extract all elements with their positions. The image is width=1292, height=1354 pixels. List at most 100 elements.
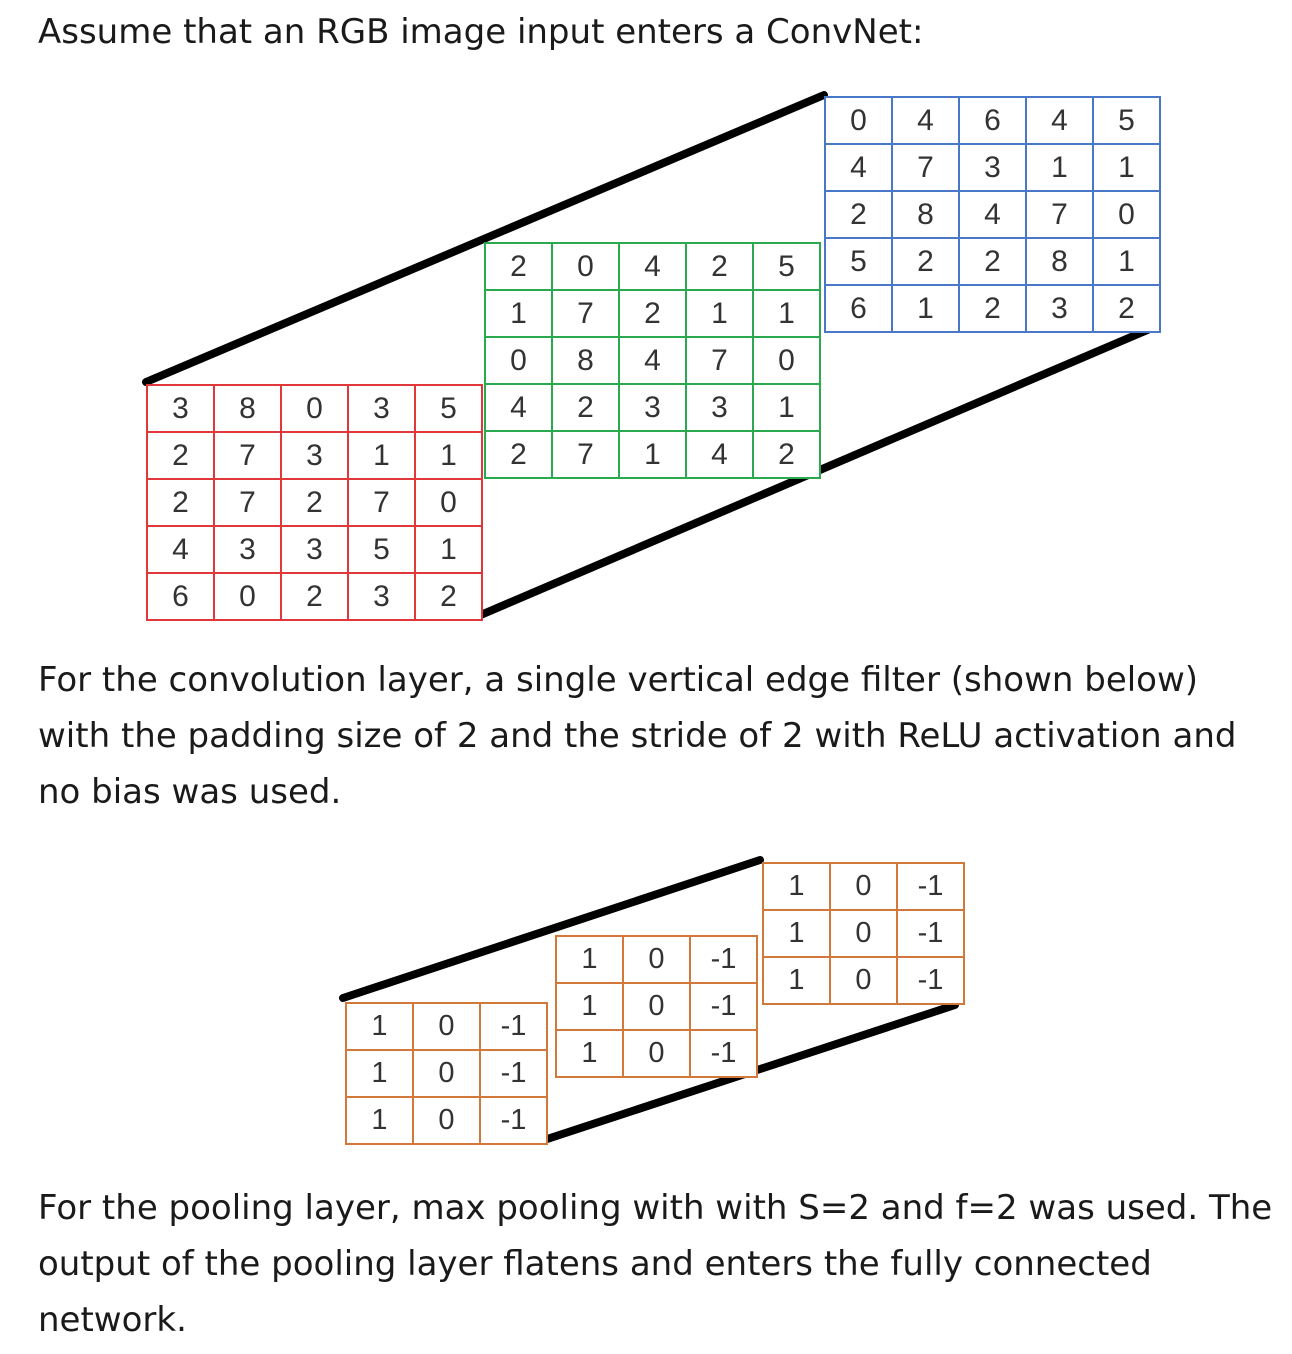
matrix-cell: 3	[618, 383, 687, 432]
matrix-cell: 0	[752, 336, 821, 385]
matrix-cell: 4	[958, 190, 1027, 239]
input-top-edge	[142, 91, 828, 386]
matrix-cell: 5	[414, 384, 483, 433]
matrix-cell: 0	[622, 982, 691, 1031]
matrix-cell: 0	[414, 478, 483, 527]
matrix-cell: 0	[1092, 190, 1161, 239]
matrix-cell: 0	[412, 1049, 481, 1098]
matrix-cell: 8	[551, 336, 620, 385]
matrix-cell: 0	[213, 572, 282, 621]
matrix-cell: 7	[213, 478, 282, 527]
matrix-cell: -1	[689, 935, 758, 984]
matrix-cell: 1	[1092, 237, 1161, 286]
matrix-cell: -1	[896, 956, 965, 1005]
matrix-cell: 8	[213, 384, 282, 433]
matrix-cell: -1	[896, 909, 965, 958]
matrix-cell: 1	[752, 383, 821, 432]
matrix-cell: 0	[622, 935, 691, 984]
matrix-cell: 2	[280, 572, 349, 621]
matrix-cell: 7	[213, 431, 282, 480]
matrix-cell: 2	[484, 242, 553, 291]
matrix-cell: 2	[824, 190, 893, 239]
matrix-cell: 7	[1025, 190, 1094, 239]
matrix-cell: 0	[829, 862, 898, 911]
convolution-description: For the convolution layer, a single vert…	[38, 660, 1237, 812]
matrix-cell: 3	[146, 384, 215, 433]
matrix-cell: 6	[146, 572, 215, 621]
matrix-cell: 3	[958, 143, 1027, 192]
matrix-cell: 1	[555, 982, 624, 1031]
matrix-cell: 1	[1092, 143, 1161, 192]
matrix-cell: 1	[484, 289, 553, 338]
matrix-cell: 1	[555, 935, 624, 984]
matrix-cell: 2	[891, 237, 960, 286]
matrix-cell: 1	[345, 1002, 414, 1051]
matrix-cell: 3	[280, 431, 349, 480]
matrix-cell: 1	[555, 1029, 624, 1078]
matrix-cell: 1	[345, 1096, 414, 1145]
matrix-cell: 0	[484, 336, 553, 385]
matrix-cell: 4	[1025, 96, 1094, 145]
matrix-cell: 4	[484, 383, 553, 432]
matrix-cell: -1	[689, 1029, 758, 1078]
matrix-cell: 1	[762, 956, 831, 1005]
matrix-cell: 2	[146, 478, 215, 527]
matrix-cell: 1	[1025, 143, 1094, 192]
matrix-cell: -1	[689, 982, 758, 1031]
matrix-cell: 2	[958, 237, 1027, 286]
matrix-cell: 0	[551, 242, 620, 291]
matrix-cell: 2	[146, 431, 215, 480]
matrix-cell: 7	[891, 143, 960, 192]
filter-top-edge	[339, 856, 764, 1002]
matrix-cell: 1	[345, 1049, 414, 1098]
matrix-cell: 5	[347, 525, 416, 574]
pooling-description: For the pooling layer, max pooling with …	[38, 1188, 1273, 1340]
matrix-cell: 4	[146, 525, 215, 574]
matrix-cell: 7	[551, 289, 620, 338]
matrix-cell: 3	[685, 383, 754, 432]
matrix-cell: -1	[479, 1002, 548, 1051]
matrix-cell: 4	[685, 430, 754, 479]
matrix-cell: 7	[685, 336, 754, 385]
matrix-cell: 8	[1025, 237, 1094, 286]
matrix-cell: 1	[762, 909, 831, 958]
matrix-cell: 1	[752, 289, 821, 338]
matrix-cell: 8	[891, 190, 960, 239]
matrix-cell: 0	[280, 384, 349, 433]
matrix-cell: 6	[958, 96, 1027, 145]
matrix-cell: 1	[891, 284, 960, 333]
matrix-cell: 2	[685, 242, 754, 291]
matrix-cell: 0	[829, 909, 898, 958]
matrix-cell: 3	[347, 384, 416, 433]
matrix-cell: 2	[414, 572, 483, 621]
matrix-cell: 2	[752, 430, 821, 479]
matrix-cell: 0	[412, 1096, 481, 1145]
matrix-cell: -1	[896, 862, 965, 911]
matrix-cell: 5	[752, 242, 821, 291]
matrix-cell: 1	[762, 862, 831, 911]
matrix-cell: 5	[1092, 96, 1161, 145]
matrix-cell: 1	[414, 525, 483, 574]
matrix-cell: 2	[484, 430, 553, 479]
matrix-cell: 6	[824, 284, 893, 333]
matrix-cell: 3	[280, 525, 349, 574]
